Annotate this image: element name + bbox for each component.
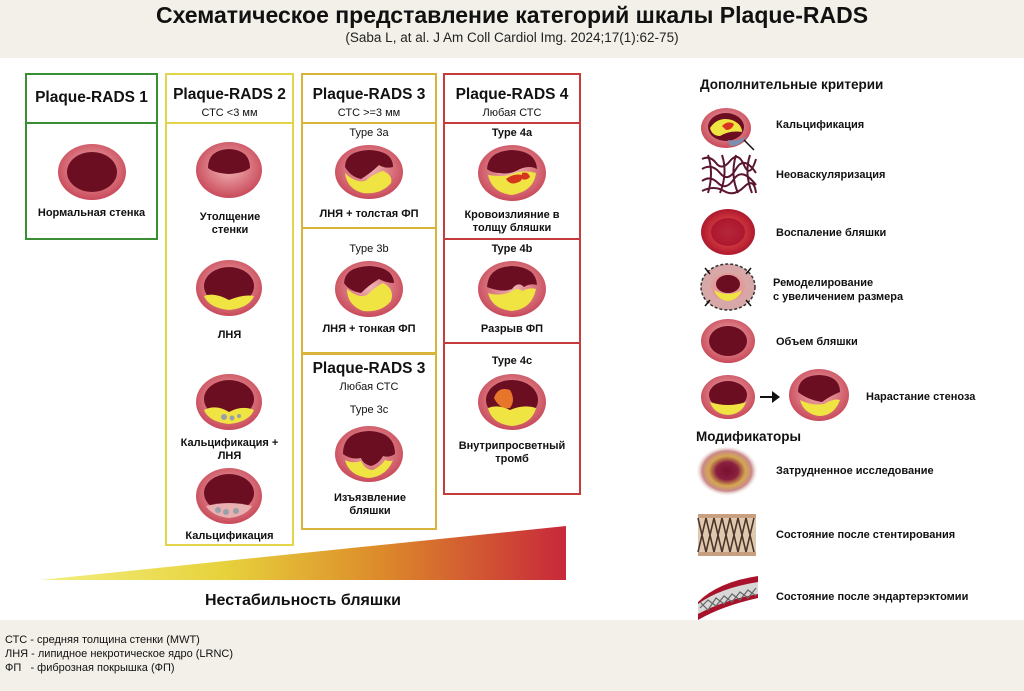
rads3b-label: ЛНЯ + тонкая ФП: [322, 323, 416, 335]
rads2-item-label-3: Кальцификация + ЛНЯ: [180, 437, 279, 462]
hemorrhage-icon: [478, 145, 546, 201]
rads4-title: Plaque-RADS 4: [455, 86, 569, 103]
modifiers-title: Модификаторы: [696, 429, 802, 444]
calcification-icon: [196, 468, 262, 524]
ulceration-icon: [335, 426, 403, 482]
rads4b-type: Type 4b: [491, 243, 533, 255]
rads1-item-label: Нормальная стенка: [37, 207, 146, 219]
thick-cap-icon: [335, 145, 403, 199]
arrow-right-icon: [760, 391, 780, 403]
normal-wall-icon: [58, 144, 126, 200]
rads3-title: Plaque-RADS 3: [312, 86, 426, 103]
additional-item-label-3: Воспаление бляшки: [776, 227, 887, 239]
rads4-subtitle: Любая СТС: [482, 107, 542, 119]
modifier-item-label-1: Затрудненное исследование: [776, 465, 934, 477]
page-title: Схематическое представление категорий шк…: [155, 2, 869, 28]
rads4c-box: [443, 342, 581, 495]
instability-gradient: [40, 526, 566, 580]
rads4a-type: Type 4a: [491, 127, 533, 139]
rads3a-label: ЛНЯ + толстая ФП: [319, 208, 419, 220]
thrombus-icon: [478, 374, 546, 430]
endarterectomy-icon: [698, 576, 758, 620]
rads2-item-label-1: Утолщение стенки: [199, 211, 261, 236]
rads4c-type: Type 4c: [491, 355, 533, 367]
rads2-title: Plaque-RADS 2: [173, 86, 286, 103]
rads4a-label: Кровоизлияние в толщу бляшки: [464, 209, 560, 234]
additional-criteria-title: Дополнительные критерии: [700, 77, 884, 92]
additional-item-label-4: Ремоделирование: [773, 277, 874, 289]
wall-thickening-icon: [196, 142, 262, 198]
stent-icon: [697, 514, 756, 556]
rads1-box: [25, 122, 158, 240]
thin-cap-icon: [335, 261, 403, 317]
rads4b-label: Разрыв ФП: [480, 323, 544, 335]
rads3b-type: Type 3b: [349, 243, 389, 255]
calcification-lipid-icon: [196, 374, 262, 430]
footnote-2: ЛНЯ - липидное некротическое ядро (LRNC): [5, 648, 234, 660]
additional-item-label-4b: с увеличением размера: [773, 291, 904, 303]
additional-item-label-6: Нарастание стеноза: [866, 391, 976, 403]
footnote-1: СТС - средняя толщина стенки (MWT): [5, 634, 200, 646]
footnote-3: ФП - фиброзная покрышка (ФП): [5, 662, 175, 674]
cap-rupture-icon: [478, 261, 546, 317]
rads3c-type: Type 3c: [349, 404, 389, 416]
additional-item-label-5: Объем бляшки: [776, 336, 858, 348]
additional-item-label-1: Кальцификация: [776, 119, 865, 131]
calcification-criterion-icon: [701, 108, 755, 151]
modifier-item-label-2: Состояние после стентирования: [776, 529, 956, 541]
plaque-volume-icon: [701, 319, 755, 363]
rads3c-subtitle: Любая СТС: [339, 381, 399, 393]
rads2-item-label-4: Кальцификация: [185, 530, 274, 542]
rads3c-title: Plaque-RADS 3: [312, 360, 426, 377]
rads3c-label: Изъязвление бляшки: [333, 492, 407, 517]
blurred-vessel-icon: [696, 446, 758, 496]
lipid-core-icon: [196, 260, 262, 316]
rads4c-label: Внутрипросветный тромб: [458, 440, 566, 465]
rads3c-box: [301, 353, 437, 530]
rads3-subtitle: СТС >=3 мм: [337, 107, 401, 119]
modifier-item-label-3: Состояние после эндартерэктомии: [776, 591, 969, 603]
rads2-subtitle: СТС <3 мм: [201, 107, 258, 119]
rads2-box: [165, 122, 294, 546]
rads3a-type: Type 3a: [349, 127, 389, 139]
rads1-title: Plaque-RADS 1: [35, 89, 148, 106]
neovascularization-icon: [700, 153, 758, 195]
citation: (Saba L, at al. J Am Coll Cardiol Img. 2…: [345, 30, 679, 45]
inflammation-icon: [701, 209, 755, 255]
remodeling-icon: [700, 263, 756, 311]
stenosis-after-icon: [789, 369, 849, 421]
stenosis-before-icon: [701, 375, 755, 419]
instability-label: Нестабильность бляшки: [205, 592, 401, 609]
rads2-item-label-2: ЛНЯ: [217, 329, 242, 341]
additional-item-label-2: Неоваскуляризация: [776, 169, 886, 181]
